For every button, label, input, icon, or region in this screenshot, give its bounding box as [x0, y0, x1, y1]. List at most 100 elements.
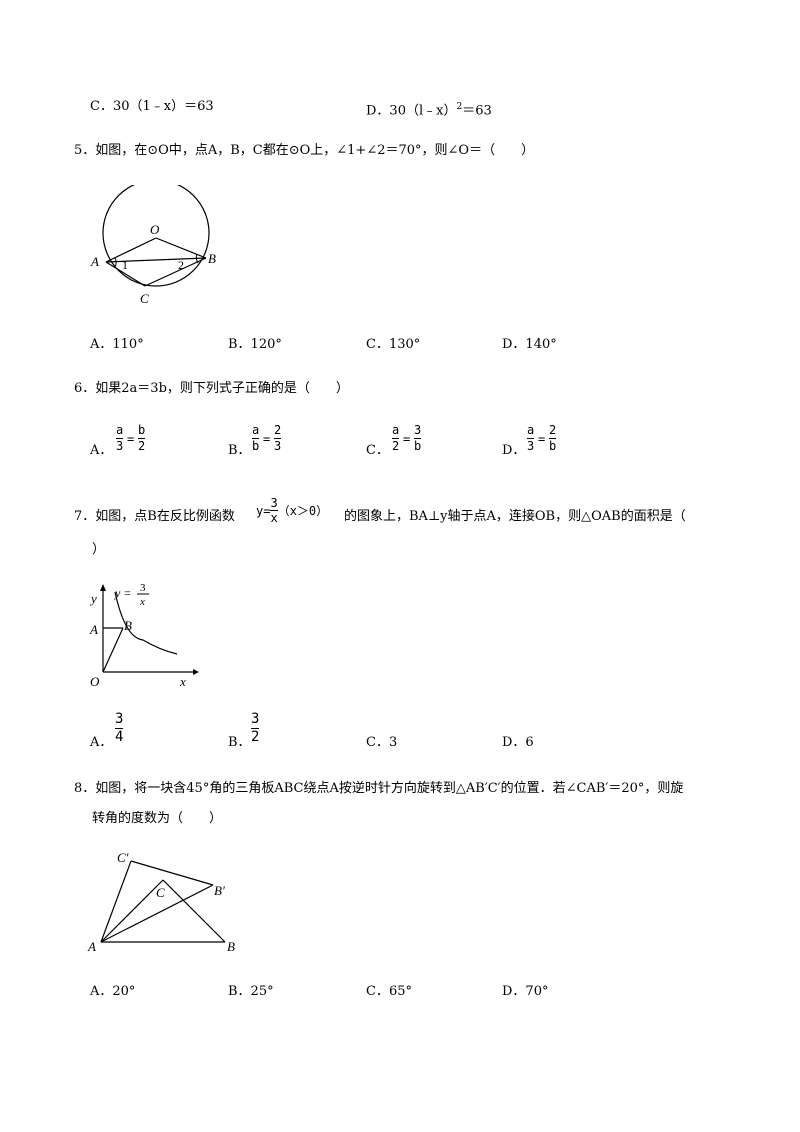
q8-label-a: A	[87, 939, 96, 954]
q5-angle2-arc	[195, 253, 199, 264]
q7-hyperbola-curve	[114, 591, 178, 655]
q5-label-b: B	[208, 251, 216, 266]
q5-label-o: O	[150, 222, 160, 237]
q6-option-a-equals: =	[127, 432, 135, 446]
q7-option-b-letter: B．	[228, 735, 251, 750]
q6-option-a-letter: A．	[90, 443, 113, 458]
q7-label-x: x	[179, 674, 186, 689]
q8-segment-ac	[100, 879, 164, 943]
q8-segment-abp	[100, 884, 214, 943]
q6-a-left-num: a	[116, 423, 124, 437]
q6-d-right-num: 2	[549, 423, 557, 437]
q7-formula-den: x	[270, 510, 278, 525]
q6-c-right-den: b	[414, 439, 422, 453]
q6-d-right-den: b	[549, 439, 557, 453]
fraction-bar	[116, 438, 124, 439]
q5-circle	[102, 185, 210, 287]
q6-option-b-equals: =	[263, 432, 271, 446]
q7-segment-ob	[102, 627, 124, 673]
q4-option-d: D．30（l﹣x）2＝63	[366, 98, 492, 120]
q5-segment-ob	[155, 237, 207, 259]
q6-d-left-num: a	[527, 423, 535, 437]
q7-option-a-num: 3	[115, 711, 124, 727]
q4-option-d-exponent: 2	[456, 102, 463, 112]
q5-label-angle1: 1	[122, 258, 128, 272]
q8-segment-cpbp	[130, 860, 214, 886]
q7-option-b-num: 3	[251, 711, 260, 727]
q7-formula-condition: （x＞0）	[277, 504, 329, 518]
q7-stem-prefix: 7．如图，点B在反比例函数	[74, 509, 235, 524]
q8-stem-line2: 转角的度数为（ ）	[92, 811, 223, 826]
q7-curve-label-den: x	[139, 596, 145, 608]
q5-option-a: A．110°	[90, 337, 144, 352]
q5-option-b: B．120°	[228, 337, 282, 352]
arrow-right-icon	[193, 669, 199, 675]
q4-option-c: C．30（1﹣x）＝63	[90, 99, 214, 114]
q7-option-c: C．3	[366, 735, 398, 750]
q5-figure: O A B C 1 2	[90, 185, 216, 306]
fraction-bar	[414, 438, 422, 439]
q7-label-b: B	[124, 618, 132, 633]
q8-option-a: A．20°	[90, 984, 136, 999]
q5-label-a: A	[90, 254, 99, 269]
q5-label-angle2: 2	[178, 258, 184, 272]
q5-option-d: D．140°	[502, 337, 557, 352]
q8-option-d: D．70°	[502, 984, 549, 999]
q5-label-c: C	[140, 291, 149, 306]
q5-segment-ao	[105, 237, 157, 263]
q8-label-cprime: C′	[117, 850, 129, 865]
q7-stem-line2: ）	[92, 542, 106, 557]
q6-stem: 6．如果2a＝3b，则下列式子正确的是（ ）	[74, 381, 349, 396]
q8-option-b: B．25°	[228, 984, 274, 999]
q6-b-right-den: 3	[274, 439, 282, 453]
q4-option-d-base: D．30（l﹣x）	[366, 103, 457, 119]
q7-option-d: D．6	[502, 735, 534, 750]
q4-option-d-result: ＝63	[462, 103, 492, 119]
q6-option-c-letter: C．	[366, 443, 389, 458]
q7-formula-y: y=	[256, 504, 271, 518]
q6-a-right-num: b	[138, 423, 146, 437]
q8-label-b: B	[227, 939, 235, 954]
q5-chord-ab	[105, 257, 207, 263]
q5-segment-ac	[105, 261, 146, 287]
q6-option-d-equals: =	[538, 432, 546, 446]
q8-label-c: C	[156, 885, 165, 900]
arrow-up-icon	[100, 584, 106, 591]
q6-c-left-num: a	[392, 423, 400, 437]
fraction-bar	[138, 438, 146, 439]
q7-label-o: O	[90, 674, 100, 689]
q8-option-c: C．65°	[366, 984, 412, 999]
q7-formula-num: 3	[270, 496, 278, 510]
q7-figure: y x O A B y = 3 x	[89, 582, 199, 689]
q6-option-c-equals: =	[403, 432, 411, 446]
q7-label-a: A	[89, 622, 98, 637]
q5-stem: 5．如图，在⊙O中，点A，B，C都在⊙O上，∠1+∠2＝70°，则∠O＝（ ）	[74, 143, 535, 158]
q5-segment-cb	[144, 257, 207, 287]
q6-b-right-num: 2	[274, 423, 282, 437]
q8-segment-acp	[100, 860, 132, 943]
q8-figure: C′ C B′ A B	[87, 850, 235, 954]
fraction-bar	[549, 438, 557, 439]
q8-segment-cb	[162, 879, 226, 943]
fraction-bar	[252, 438, 260, 439]
q6-option-b-letter: B．	[228, 443, 251, 458]
q6-a-left-den: 3	[116, 439, 124, 453]
q7-option-a-letter: A．	[90, 735, 113, 750]
q5-option-c: C．130°	[366, 337, 421, 352]
q6-b-left-num: a	[252, 423, 260, 437]
q7-curve-label-y: y =	[114, 586, 131, 600]
q6-b-left-den: b	[252, 439, 260, 453]
fraction-bar	[115, 728, 124, 729]
q7-stem-suffix: 的图象上，BA⊥y轴于点A，连接OB，则△OAB的面积是（	[344, 509, 686, 524]
q7-label-y: y	[89, 591, 97, 606]
q7-curve-label-num: 3	[140, 582, 146, 594]
q7-option-b-den: 2	[251, 729, 260, 745]
q6-d-left-den: 3	[527, 439, 535, 453]
